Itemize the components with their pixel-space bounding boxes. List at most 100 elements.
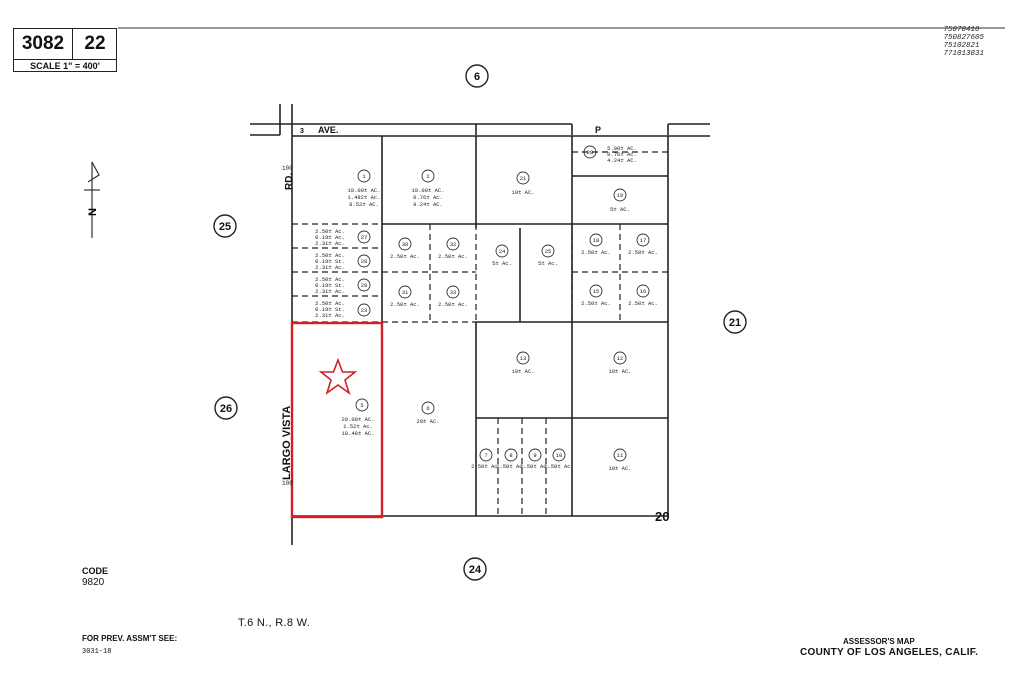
svg-text:2.50± Ac.: 2.50± Ac. [496, 463, 526, 470]
footer-assessors-map: ASSESSOR'S MAP [843, 637, 915, 646]
svg-text:0.19± Ac.: 0.19± Ac. [315, 234, 345, 241]
svg-text:20± AC.: 20± AC. [416, 418, 439, 425]
svg-text:0.19± St.: 0.19± St. [315, 306, 345, 313]
svg-text:10± AC.: 10± AC. [511, 189, 534, 196]
svg-text:2.31± Ac.: 2.31± Ac. [315, 240, 345, 247]
adjacent-page-circles [213, 64, 747, 581]
svg-text:10± AC.: 10± AC. [608, 368, 631, 375]
svg-text:5: 5 [360, 402, 363, 409]
dimension-top-left: 100 [282, 165, 293, 172]
svg-text:27: 27 [361, 234, 368, 241]
svg-text:10± AC.: 10± AC. [511, 368, 534, 375]
svg-text:2.50± Ac.: 2.50± Ac. [581, 300, 611, 307]
svg-text:5± AC.: 5± AC. [610, 206, 630, 213]
prev-assmt-value: 3031-18 [82, 648, 112, 656]
svg-text:28: 28 [587, 149, 594, 156]
svg-text:25: 25 [545, 248, 552, 255]
svg-text:31: 31 [402, 289, 409, 296]
svg-text:0.19± St.: 0.19± St. [315, 258, 345, 265]
svg-text:2.50± Ac.: 2.50± Ac. [390, 253, 420, 260]
svg-text:20.00± AC.: 20.00± AC. [341, 416, 374, 423]
revision-number: 750827605 [943, 34, 984, 42]
svg-text:23: 23 [361, 307, 368, 314]
adjacent-page-west-upper: 25 [219, 221, 231, 233]
svg-text:28: 28 [361, 258, 368, 265]
parcel-labels: 1 10.00± AC. 1.482± Ac. 8.52± AC. 2 10.0… [315, 145, 658, 472]
svg-text:13: 13 [520, 355, 527, 362]
svg-text:17: 17 [640, 237, 647, 244]
svg-text:12: 12 [617, 355, 624, 362]
svg-text:10.00± AC.: 10.00± AC. [347, 187, 380, 194]
svg-text:9: 9 [533, 452, 536, 459]
svg-text:33: 33 [450, 289, 457, 296]
map-book-page-box: 3082 22 SCALE 1" = 400' [13, 28, 117, 72]
adjacent-page-south: 24 [469, 564, 482, 576]
subject-star-icon [318, 357, 358, 396]
svg-text:4.24± AC.: 4.24± AC. [607, 157, 637, 164]
parcel-boundaries [250, 104, 710, 545]
street-north-label: AVE. [318, 125, 338, 135]
svg-text:2.50± Ac.: 2.50± Ac. [581, 249, 611, 256]
street-west-label: LARGO VISTA [281, 406, 293, 480]
svg-text:0.76± Ac.: 0.76± Ac. [413, 194, 443, 201]
township-range: T.6 N., R.8 W. [238, 617, 311, 629]
svg-text:0.19± St.: 0.19± St. [315, 282, 345, 289]
footer-county: COUNTY OF LOS ANGELES, CALIF. [800, 647, 979, 658]
svg-text:19: 19 [617, 192, 624, 199]
svg-text:18: 18 [593, 237, 600, 244]
adjacent-page-west-lower: 26 [220, 403, 232, 415]
svg-text:5± Ac.: 5± Ac. [492, 260, 512, 267]
svg-text:2.50± Ac.: 2.50± Ac. [315, 300, 345, 307]
scale-label: SCALE 1" = 400' [14, 59, 116, 72]
svg-text:8: 8 [509, 452, 512, 459]
revision-number: 75102821 [943, 42, 980, 50]
svg-text:6: 6 [426, 405, 429, 412]
svg-text:21: 21 [520, 175, 527, 182]
svg-text:18.48± AC.: 18.48± AC. [341, 430, 374, 437]
svg-text:9.24± AC.: 9.24± AC. [413, 201, 443, 208]
svg-text:29: 29 [361, 282, 368, 289]
dimension-bottom-left: 100 [282, 480, 293, 487]
svg-text:10: 10 [556, 452, 563, 459]
svg-text:0.76± Ac.: 0.76± Ac. [607, 151, 637, 158]
svg-text:2.50± Ac.: 2.50± Ac. [438, 301, 468, 308]
svg-text:2: 2 [426, 173, 429, 180]
code-value: 9820 [82, 577, 105, 588]
svg-text:32: 32 [450, 241, 457, 248]
svg-text:8.52± AC.: 8.52± AC. [349, 201, 379, 208]
svg-text:2.50± Ac.: 2.50± Ac. [390, 301, 420, 308]
svg-text:2.50± Ac.: 2.50± Ac. [315, 252, 345, 259]
svg-text:10.00± AC.: 10.00± AC. [411, 187, 444, 194]
svg-text:2.50± Ac.: 2.50± Ac. [628, 249, 658, 256]
svg-text:2.50± Ac.: 2.50± Ac. [544, 463, 574, 470]
svg-text:5.00± AC.: 5.00± AC. [607, 145, 637, 152]
svg-text:2.31± Ac.: 2.31± Ac. [315, 288, 345, 295]
svg-text:2.50± Ac.: 2.50± Ac. [520, 463, 550, 470]
svg-text:11: 11 [617, 452, 624, 459]
svg-text:7: 7 [484, 452, 487, 459]
svg-text:1.52± Ac.: 1.52± Ac. [343, 423, 373, 430]
code-label: CODE [82, 566, 109, 576]
corner-revision-numbers: 75070410 750827605 75102821 771013831 [943, 26, 984, 58]
section-line-label: 20 [655, 509, 669, 524]
svg-text:5± Ac.: 5± Ac. [538, 260, 558, 267]
svg-text:2.31± Ac.: 2.31± Ac. [315, 264, 345, 271]
street-west-upper-label: RD. [284, 173, 295, 190]
svg-text:2.50± Ac.: 2.50± Ac. [628, 300, 658, 307]
north-arrow-letter: N [87, 208, 99, 216]
svg-text:10± AC.: 10± AC. [608, 465, 631, 472]
parcel-number-circles [355, 145, 650, 462]
adjacent-page-north: 6 [474, 71, 480, 83]
revision-number: 75070410 [943, 26, 980, 34]
highlighted-parcel-outline [290, 321, 384, 519]
svg-text:1.482± Ac.: 1.482± Ac. [347, 194, 380, 201]
svg-text:2.50± Ac.: 2.50± Ac. [315, 228, 345, 235]
street-north-right-label: P [595, 125, 601, 135]
svg-text:16: 16 [640, 288, 647, 295]
map-page-number: 22 [84, 33, 106, 54]
svg-text:2.50± Ac.: 2.50± Ac. [315, 276, 345, 283]
north-arrow-icon [84, 161, 100, 238]
street-north-prefix: 3 [300, 128, 304, 135]
svg-text:2.50± Ac.: 2.50± Ac. [471, 463, 501, 470]
